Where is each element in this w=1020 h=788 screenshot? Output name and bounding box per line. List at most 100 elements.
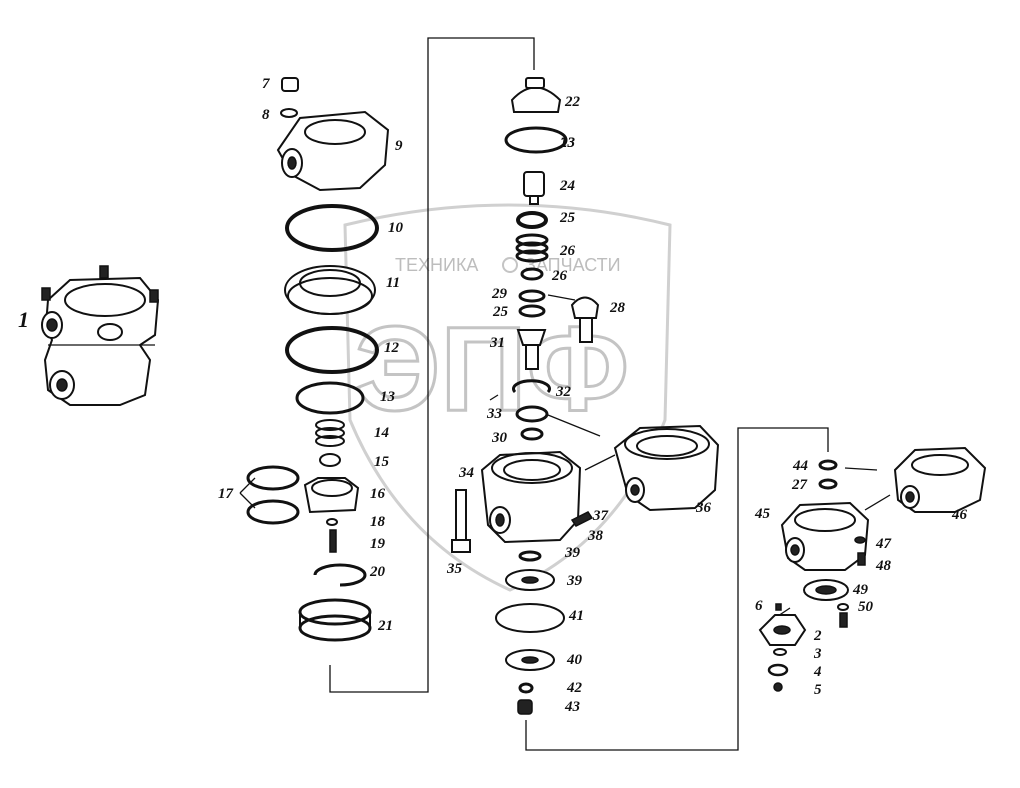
part-31-snap-ring	[512, 379, 551, 394]
part-29-ring	[518, 304, 546, 318]
part-label-29: 29	[491, 286, 508, 302]
watermark-left-text: ТЕХНИКА	[395, 255, 478, 275]
part-4-washer	[767, 663, 789, 677]
part-label-17: 17	[218, 486, 234, 502]
connector-lines	[239, 37, 891, 751]
watermark-right-text: ЗАПЧАСТИ	[525, 255, 621, 275]
part-15-plug	[319, 453, 341, 467]
part-25-spring	[515, 233, 549, 263]
part-label-26: 26	[551, 268, 568, 284]
part-label-32: 32	[555, 384, 572, 400]
part-label-26: 26	[559, 243, 576, 259]
part-label-13: 13	[560, 135, 576, 151]
part-24-washer	[516, 211, 548, 229]
part-label-36: 36	[695, 500, 712, 516]
part-27-valve	[570, 296, 600, 343]
part-label-27: 27	[791, 477, 808, 493]
part-43-ring	[818, 459, 838, 471]
part-49-washer	[837, 603, 849, 611]
part-label-42: 42	[566, 680, 583, 696]
left-column-parts	[246, 77, 390, 642]
part-50-screw	[839, 612, 848, 628]
part-39-disc-lower	[505, 649, 555, 671]
part-label-23: 23	[559, 135, 576, 151]
part-46-washer	[854, 536, 866, 544]
part-47-screw	[857, 552, 866, 566]
part-32-ring	[515, 405, 549, 423]
part-label-35: 35	[446, 561, 463, 577]
part-39-disc-upper	[505, 569, 555, 591]
part-label-40: 40	[566, 652, 583, 668]
part-41-washer	[518, 682, 534, 694]
part-10-ring	[285, 204, 379, 252]
part-label-48: 48	[875, 558, 892, 574]
part-18-washer	[326, 518, 338, 526]
part-20-snap-ring	[313, 563, 367, 587]
part-label-34: 34	[458, 465, 475, 481]
part-23-valve	[523, 171, 545, 205]
part-26b-ring	[818, 478, 838, 490]
part-label-39: 39	[564, 545, 581, 561]
part-label-9: 9	[395, 138, 403, 154]
part-40-diaphragm	[495, 603, 565, 633]
part-label-16: 16	[370, 486, 386, 502]
part-label-49: 49	[852, 582, 869, 598]
part-35-housing	[613, 424, 720, 512]
part-label-30: 30	[491, 430, 508, 446]
part-label-4: 4	[813, 664, 822, 680]
part-17-ring-upper	[246, 465, 300, 491]
middle-column-parts	[451, 77, 600, 715]
part-label-38: 38	[587, 528, 604, 544]
part-1-assembly	[41, 265, 160, 406]
part-label-25: 25	[559, 210, 576, 226]
part-14-spring	[315, 419, 345, 447]
part-42-nut	[517, 699, 533, 715]
part-44-housing	[780, 501, 870, 571]
part-13-ring	[295, 381, 365, 415]
part-label-8: 8	[262, 107, 270, 123]
part-label-25: 25	[492, 304, 509, 320]
part-13b-ring	[504, 126, 568, 154]
part-label-37: 37	[592, 508, 609, 524]
part-labels: 1234567891011121313141516171819202122232…	[18, 76, 968, 715]
part-label-47: 47	[875, 536, 892, 552]
part-label-2: 2	[813, 628, 822, 644]
part-label-46: 46	[951, 507, 968, 523]
part-28-ring	[518, 289, 546, 303]
part-21-sleeve	[298, 598, 372, 642]
part-label-31: 31	[489, 335, 505, 351]
part-label-39: 39	[566, 573, 583, 589]
part-34-bolt	[451, 489, 471, 553]
part-label-6: 6	[755, 598, 763, 614]
part-label-13: 13	[380, 389, 396, 405]
part-label-14: 14	[374, 425, 390, 441]
part-19-pin	[329, 529, 337, 553]
part-label-33: 33	[486, 406, 503, 422]
part-label-7: 7	[262, 76, 270, 92]
part-45-cover	[893, 446, 987, 513]
part-label-45: 45	[754, 506, 771, 522]
part-label-1: 1	[18, 307, 29, 332]
part-label-50: 50	[858, 599, 874, 615]
part-label-15: 15	[374, 454, 390, 470]
part-48-diaphragm	[803, 579, 849, 601]
part-label-19: 19	[370, 536, 386, 552]
part-3-ring	[773, 648, 787, 656]
part-label-10: 10	[388, 220, 404, 236]
right-group-parts	[758, 446, 987, 692]
part-label-11: 11	[386, 275, 400, 291]
part-6-cap	[758, 614, 807, 646]
part-2-pin	[775, 603, 782, 611]
part-16-piston	[303, 477, 360, 514]
part-33-body	[480, 450, 582, 544]
part-8-washer	[280, 108, 298, 118]
part-label-28: 28	[609, 300, 626, 316]
part-label-22: 22	[564, 94, 581, 110]
part-label-41: 41	[568, 608, 584, 624]
part-label-18: 18	[370, 514, 386, 530]
part-17-ring-lower	[246, 499, 300, 525]
part-11-diaphragm	[284, 265, 376, 315]
part-26-ring	[520, 267, 544, 281]
